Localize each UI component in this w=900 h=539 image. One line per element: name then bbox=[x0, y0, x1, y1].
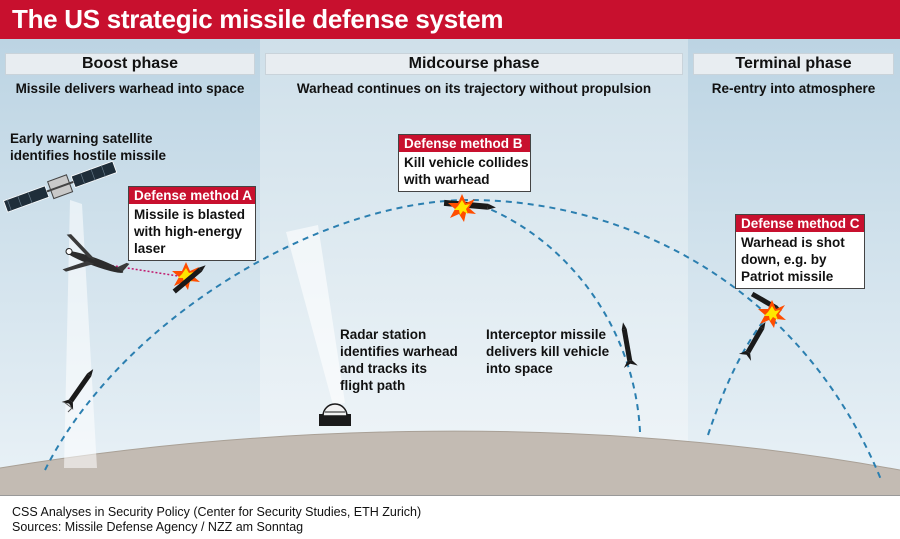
note-satellite-line: identifies hostile missile bbox=[10, 148, 167, 163]
source-line: CSS Analyses in Security Policy (Center … bbox=[12, 505, 422, 519]
defense-method-a-line: with high-energy bbox=[134, 224, 242, 239]
phase-header-terminal: Terminal phase bbox=[693, 53, 894, 75]
note-satellite: Early warning satellite identifies hosti… bbox=[10, 130, 166, 164]
earth-ground bbox=[0, 431, 900, 495]
source-footer: CSS Analyses in Security Policy (Center … bbox=[0, 495, 900, 539]
defense-method-b-label: Defense method B bbox=[399, 135, 530, 152]
radar-beam bbox=[286, 225, 345, 405]
phase-header-midcourse: Midcourse phase bbox=[265, 53, 683, 75]
defense-method-c-line: Patriot missile bbox=[741, 269, 834, 284]
note-interceptor-line: delivers kill vehicle bbox=[486, 344, 610, 359]
defense-method-c-text: Warhead is shot down, e.g. by Patriot mi… bbox=[736, 232, 864, 288]
missile-exhaust bbox=[63, 401, 73, 413]
phase-description-midcourse: Warhead continues on its trajectory with… bbox=[296, 81, 652, 96]
defense-method-c-line: Warhead is shot bbox=[741, 235, 845, 250]
defense-method-a-text: Missile is blasted with high-energy lase… bbox=[129, 204, 255, 260]
explosion-c-icon bbox=[758, 300, 786, 328]
satellite-icon bbox=[3, 160, 118, 213]
defense-method-c-label: Defense method C bbox=[736, 215, 864, 232]
phase-description-boost: Missile delivers warhead into space bbox=[15, 81, 245, 96]
note-satellite-line: Early warning satellite bbox=[10, 131, 153, 146]
note-interceptor-line: Interceptor missile bbox=[486, 327, 607, 342]
note-interceptor: Interceptor missile delivers kill vehicl… bbox=[486, 326, 609, 377]
page-title: The US strategic missile defense system bbox=[12, 4, 504, 34]
source-line: Sources: Missile Defense Agency / NZZ am… bbox=[12, 520, 304, 534]
interceptor-trajectory-c bbox=[707, 314, 769, 436]
note-radar: Radar station identifies warhead and tra… bbox=[340, 326, 458, 394]
note-radar-line: and tracks its bbox=[340, 361, 428, 376]
defense-method-b-line: with warhead bbox=[404, 172, 490, 187]
missile-a-icon bbox=[172, 265, 206, 294]
phase-description-terminal: Re-entry into atmosphere bbox=[711, 81, 876, 96]
defense-method-c: Defense method C Warhead is shot down, e… bbox=[735, 214, 865, 289]
earth-horizon bbox=[0, 430, 900, 471]
airborne-laser-aircraft-icon bbox=[62, 234, 130, 273]
defense-method-a-line: laser bbox=[134, 241, 166, 256]
interceptor-missile-icon bbox=[621, 322, 638, 368]
defense-method-a-label: Defense method A bbox=[129, 187, 255, 204]
interceptor-trajectory-b bbox=[479, 204, 641, 433]
defense-method-a-line: Missile is blasted bbox=[134, 207, 246, 222]
defense-method-b-text: Kill vehicle collides with warhead bbox=[399, 152, 530, 191]
radar-station-icon bbox=[319, 403, 351, 426]
note-radar-line: flight path bbox=[340, 378, 406, 393]
note-interceptor-line: into space bbox=[486, 361, 553, 376]
phase-header-boost: Boost phase bbox=[5, 53, 255, 75]
boost-panel-bg bbox=[0, 39, 260, 495]
note-radar-line: Radar station bbox=[340, 327, 427, 342]
main-trajectory bbox=[44, 198, 883, 483]
explosion-b-icon bbox=[448, 194, 476, 222]
title-bar: The US strategic missile defense system bbox=[0, 0, 900, 39]
defense-method-b-line: Kill vehicle collides bbox=[404, 155, 529, 170]
defense-method-c-line: down, e.g. by bbox=[741, 252, 827, 267]
note-radar-line: identifies warhead bbox=[340, 344, 458, 359]
defense-method-b: Defense method B Kill vehicle collides w… bbox=[398, 134, 531, 192]
patriot-missile-icon bbox=[738, 321, 766, 361]
defense-method-a: Defense method A Missile is blasted with… bbox=[128, 186, 256, 261]
